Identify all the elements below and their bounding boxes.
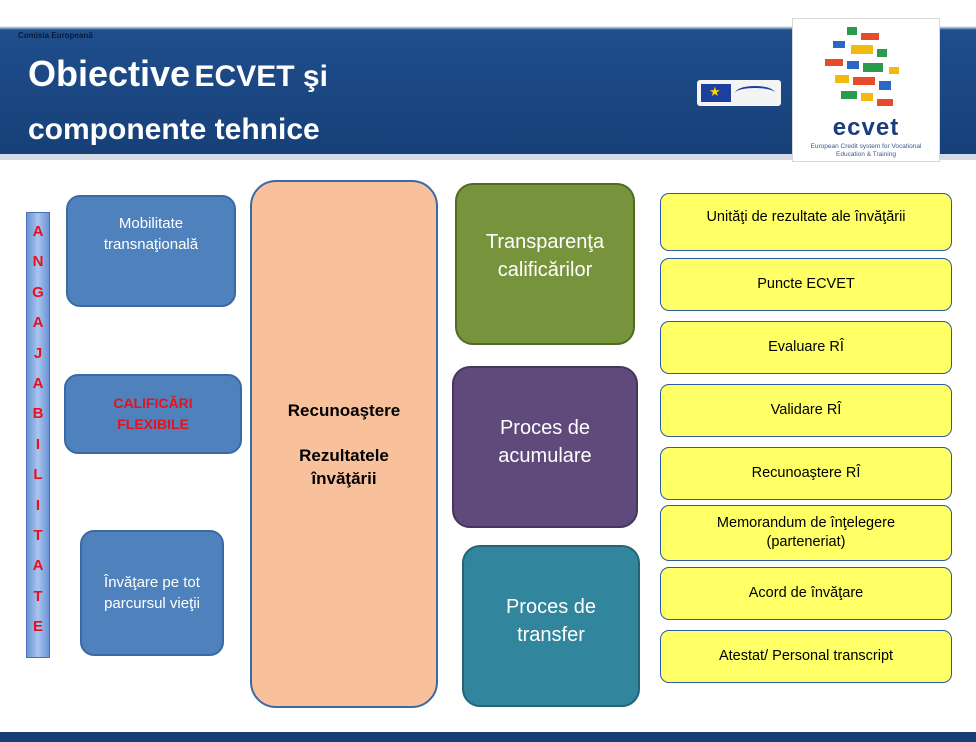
box-accumulation: Proces de acumulare <box>452 366 638 528</box>
center-line-2: Rezultatele învăţării <box>299 445 389 488</box>
box-transfer-label: Proces de transfer <box>505 596 597 646</box>
component-label: Evaluare RÎ <box>768 339 844 355</box>
component-label: Memorandum de înţelegere (parteneriat) <box>716 515 896 550</box>
vertical-letter: T <box>33 587 43 605</box>
component-item: Acord de învăţare <box>660 567 952 620</box>
bottom-bar <box>0 732 976 742</box>
component-label: Puncte ECVET <box>757 276 855 292</box>
title-word-2: ECVET şi <box>194 60 328 93</box>
vertical-letter: B <box>32 405 44 423</box>
box-mobility-label: Mobilitate transnaţională <box>103 215 199 253</box>
eu-flag-icon <box>701 84 731 102</box>
vertical-letter: A <box>32 314 44 332</box>
box-accumulation-label: Proces de acumulare <box>498 417 592 467</box>
eu-logo <box>697 80 781 106</box>
vertical-letter: T <box>33 526 43 544</box>
title-word-1: Obiective <box>28 53 191 94</box>
ecvet-logo: ecvet European Credit system for Vocatio… <box>792 18 940 162</box>
header-small-label: Comisia Europeană <box>18 31 93 40</box>
box-transparency: Transparenţa calificărilor <box>455 183 635 345</box>
box-lifelong-learning: Învăţare pe tot parcursul vieţii <box>80 530 224 656</box>
logo-subtitle: European Credit system for Vocational Ed… <box>810 143 922 158</box>
vertical-letter: I <box>35 496 41 514</box>
component-item: Validare RÎ <box>660 384 952 437</box>
component-item: Unităţi de rezultate ale învăţării <box>660 193 952 251</box>
vertical-letter: N <box>32 253 44 271</box>
component-label: Recunoaştere RÎ <box>751 465 861 481</box>
vertical-letter: G <box>32 283 44 301</box>
component-label: Atestat/ Personal transcript <box>718 648 894 664</box>
component-label: Acord de învăţare <box>748 585 864 601</box>
box-mobility: Mobilitate transnaţională <box>66 195 236 307</box>
component-label: Validare RÎ <box>770 402 842 418</box>
title-line-2: componente tehnice <box>28 113 320 146</box>
logo-word: ecvet <box>832 114 900 141</box>
vertical-letter: E <box>32 618 43 636</box>
center-recognition-box: Recunoaştere Rezultatele învăţării <box>250 180 438 708</box>
component-item: Evaluare RÎ <box>660 321 952 374</box>
vertical-letter: A <box>32 557 44 575</box>
vertical-letter: A <box>32 374 44 392</box>
lifelong-learning-icon <box>735 86 775 100</box>
vertical-letter: L <box>33 466 43 484</box>
center-line-1: Recunoaştere <box>287 400 401 420</box>
component-item: Recunoaştere RÎ <box>660 447 952 500</box>
box-flexible-label: CALIFICĂRI FLEXIBILE <box>113 395 193 432</box>
vertical-letter: J <box>33 344 43 362</box>
component-item: Memorandum de înţelegere (parteneriat) <box>660 505 952 561</box>
vertical-letter: A <box>32 223 44 240</box>
vertical-letter: I <box>35 435 41 453</box>
component-item: Atestat/ Personal transcript <box>660 630 952 683</box>
box-transparency-label: Transparenţa calificărilor <box>485 231 605 281</box>
component-label: Unităţi de rezultate ale învăţării <box>706 208 906 225</box>
box-transfer: Proces de transfer <box>462 545 640 707</box>
box-flexible-qualifications: CALIFICĂRI FLEXIBILE <box>64 374 242 454</box>
component-item: Puncte ECVET <box>660 258 952 311</box>
box-lifelong-label: Învăţare pe tot parcursul vieţii <box>104 574 200 612</box>
page-title: Obiective ECVET şi componente tehnice <box>28 50 328 154</box>
